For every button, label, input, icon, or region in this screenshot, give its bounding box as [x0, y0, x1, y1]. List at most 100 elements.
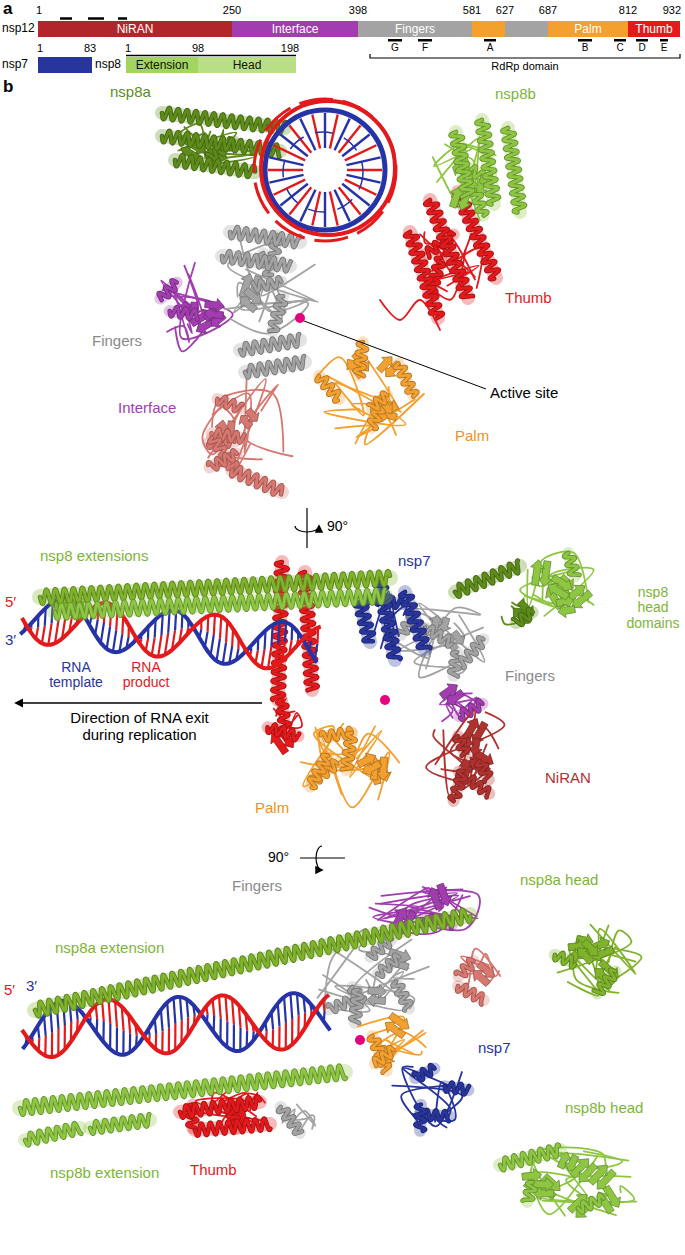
residue-number: 98	[192, 42, 204, 54]
protein-helix	[245, 356, 305, 377]
exit-arrow	[16, 702, 262, 703]
protein-domain	[358, 1012, 426, 1072]
rna-base	[278, 1003, 280, 1026]
protein-helix	[454, 736, 469, 756]
protein-strand	[377, 357, 392, 373]
rna-base	[290, 994, 292, 1020]
rna-base	[116, 1027, 118, 1053]
protein-strand	[205, 299, 225, 313]
protein-helix	[269, 296, 286, 331]
domain-label: Thumb	[190, 1162, 237, 1179]
protein-strand	[439, 684, 457, 699]
protein-domain	[225, 235, 318, 333]
strand-end: 5′	[4, 982, 15, 999]
rna-base	[226, 1021, 228, 1047]
protein-helix	[20, 1066, 346, 1115]
protein-helix	[460, 637, 483, 667]
rna-base	[107, 627, 110, 649]
protein-helix	[342, 733, 356, 770]
side-view	[19, 552, 593, 808]
rna-base	[240, 1028, 242, 1051]
nsp7-bar	[38, 57, 92, 73]
rna-base	[262, 649, 265, 667]
subunit-label: nsp7	[398, 553, 431, 570]
protein-name: nsp7	[2, 57, 28, 71]
protein-helix	[456, 959, 474, 976]
domain-label: Palm	[255, 799, 289, 816]
rna-base	[101, 623, 104, 643]
rotation-axis	[306, 508, 307, 548]
protein-helix	[253, 277, 282, 291]
rna-base	[152, 637, 155, 655]
rna-base	[174, 1024, 176, 1050]
rna-template-strand	[283, 132, 363, 212]
rna-base	[268, 647, 271, 669]
residue-number: 581	[463, 4, 481, 16]
disorder-mark	[60, 17, 72, 20]
subunit-label: nsp8a head	[520, 872, 598, 889]
motif-letter: E	[661, 42, 668, 53]
rna-base	[233, 1025, 235, 1051]
panel-letter: a	[3, 0, 12, 18]
protein-helix	[240, 334, 300, 355]
subunit-label: nsp8b extension	[50, 1164, 159, 1181]
strand-end: 3′	[5, 632, 16, 649]
rna-base	[347, 169, 382, 171]
protein-helix	[392, 982, 411, 1011]
protein-loop	[243, 385, 292, 457]
rna-template-strand	[265, 110, 385, 230]
residue-number: 398	[349, 4, 367, 16]
subunit-label: nsp7	[478, 1039, 511, 1056]
residue-number: 250	[223, 4, 241, 16]
protein-helix	[415, 1105, 425, 1131]
residue-number: 932	[663, 4, 681, 16]
disorder-mark	[88, 17, 104, 20]
motif-letter: F	[422, 42, 428, 53]
rotation-angle: 90°	[268, 850, 289, 865]
residue-number: 687	[539, 4, 557, 16]
protein-domain	[456, 949, 501, 1005]
protein-helix	[278, 1107, 302, 1134]
subunit-label: nsp8 head domains	[627, 584, 680, 631]
strand-label: RNA product	[123, 659, 170, 690]
protein-strand	[368, 984, 387, 998]
protein-helix	[555, 953, 576, 968]
domain-bracket	[370, 54, 680, 58]
rotation-angle: 90°	[268, 849, 289, 865]
domain-bar-segment: Extension	[126, 57, 198, 73]
protein-domain	[278, 1105, 316, 1134]
rna-base	[269, 175, 303, 183]
protein-strand	[437, 883, 452, 906]
rna-base	[213, 615, 216, 635]
protein-helix	[594, 970, 616, 994]
rna-base	[300, 190, 315, 222]
residue-number: 1	[36, 4, 42, 16]
rna-base	[168, 1028, 170, 1053]
residue-number: 932	[663, 4, 681, 16]
strand-end: 5′	[5, 594, 16, 611]
subunit-label: nsp7	[478, 1040, 511, 1057]
domain-label: Fingers	[232, 877, 282, 894]
residue-number: 627	[496, 4, 514, 16]
rna-base	[339, 125, 361, 152]
arrow-caption: Direction of RNA exit during replication	[70, 709, 208, 743]
protein-domain	[555, 925, 642, 996]
subunit-label: nsp7	[398, 552, 431, 569]
subunit-label: nsp8a	[110, 83, 151, 100]
residue-number: 83	[84, 42, 96, 54]
protein-helix	[523, 1182, 536, 1202]
protein-name: nsp12	[2, 21, 35, 35]
protein-loop	[442, 704, 453, 721]
protein-helix	[180, 1096, 260, 1117]
rna-base	[167, 1002, 169, 1027]
subunit-label: nsp8 head domains	[624, 585, 682, 631]
residue-number: 627	[496, 4, 514, 16]
residue-number: 812	[619, 4, 637, 16]
domain-name: NiRAN	[117, 22, 154, 36]
residue-number: 250	[223, 4, 241, 16]
protein-strand	[357, 753, 376, 768]
protein-helix	[405, 232, 443, 319]
protein-helix	[316, 376, 339, 401]
